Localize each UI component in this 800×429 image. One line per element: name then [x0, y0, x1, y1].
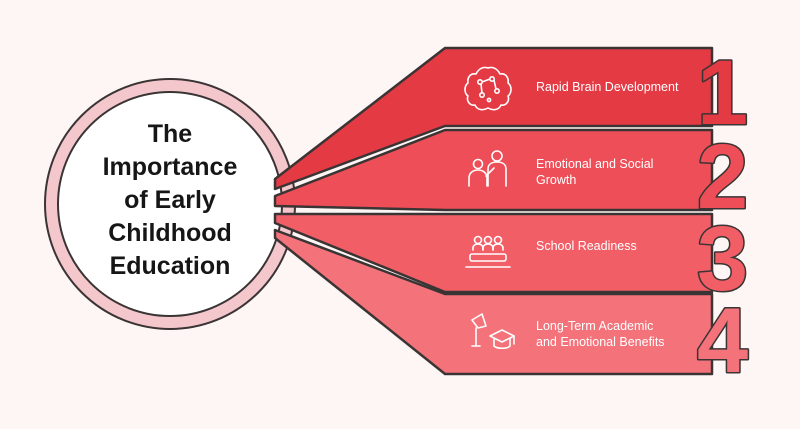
item-label-line: School Readiness [536, 239, 637, 253]
item-label-line: Long-Term Academic [536, 319, 654, 333]
item-label-line: and Emotional Benefits [536, 335, 665, 349]
title-line: Importance [102, 153, 238, 181]
brain-icon [464, 66, 512, 111]
ribbon-1 [273, 46, 714, 191]
graduation-icon [471, 313, 515, 350]
title-line: of Early [124, 186, 216, 214]
number-2: 2 [697, 126, 748, 228]
title-line: Childhood [108, 219, 232, 247]
ribbon-4 [273, 228, 714, 376]
item-3-label: School Readiness [536, 238, 716, 254]
number-3: 3 [697, 208, 748, 310]
number-4: 4 [697, 290, 748, 392]
item-label-line: Rapid Brain Development [536, 80, 679, 94]
page-title: The Importance of Early Childhood Educat… [82, 118, 258, 283]
people-icon [468, 150, 507, 187]
ribbon-3 [273, 212, 714, 294]
number-1-group: 1 [696, 41, 750, 146]
item-1-label: Rapid Brain Development [536, 79, 716, 95]
item-label-line: Emotional and Social [536, 157, 654, 171]
number-1: 1 [697, 42, 748, 144]
title-line: Education [109, 252, 231, 280]
number-4-group: 4 [696, 289, 750, 394]
number-2-group: 2 [696, 125, 750, 230]
number-3-group: 3 [696, 207, 750, 312]
title-line: The [147, 120, 193, 148]
item-2-label: Emotional and Social Growth [536, 156, 716, 188]
classroom-icon [465, 235, 511, 268]
item-label-line: Growth [536, 173, 577, 187]
ribbon-2 [273, 128, 714, 212]
item-4-label: Long-Term Academic and Emotional Benefit… [536, 318, 716, 350]
